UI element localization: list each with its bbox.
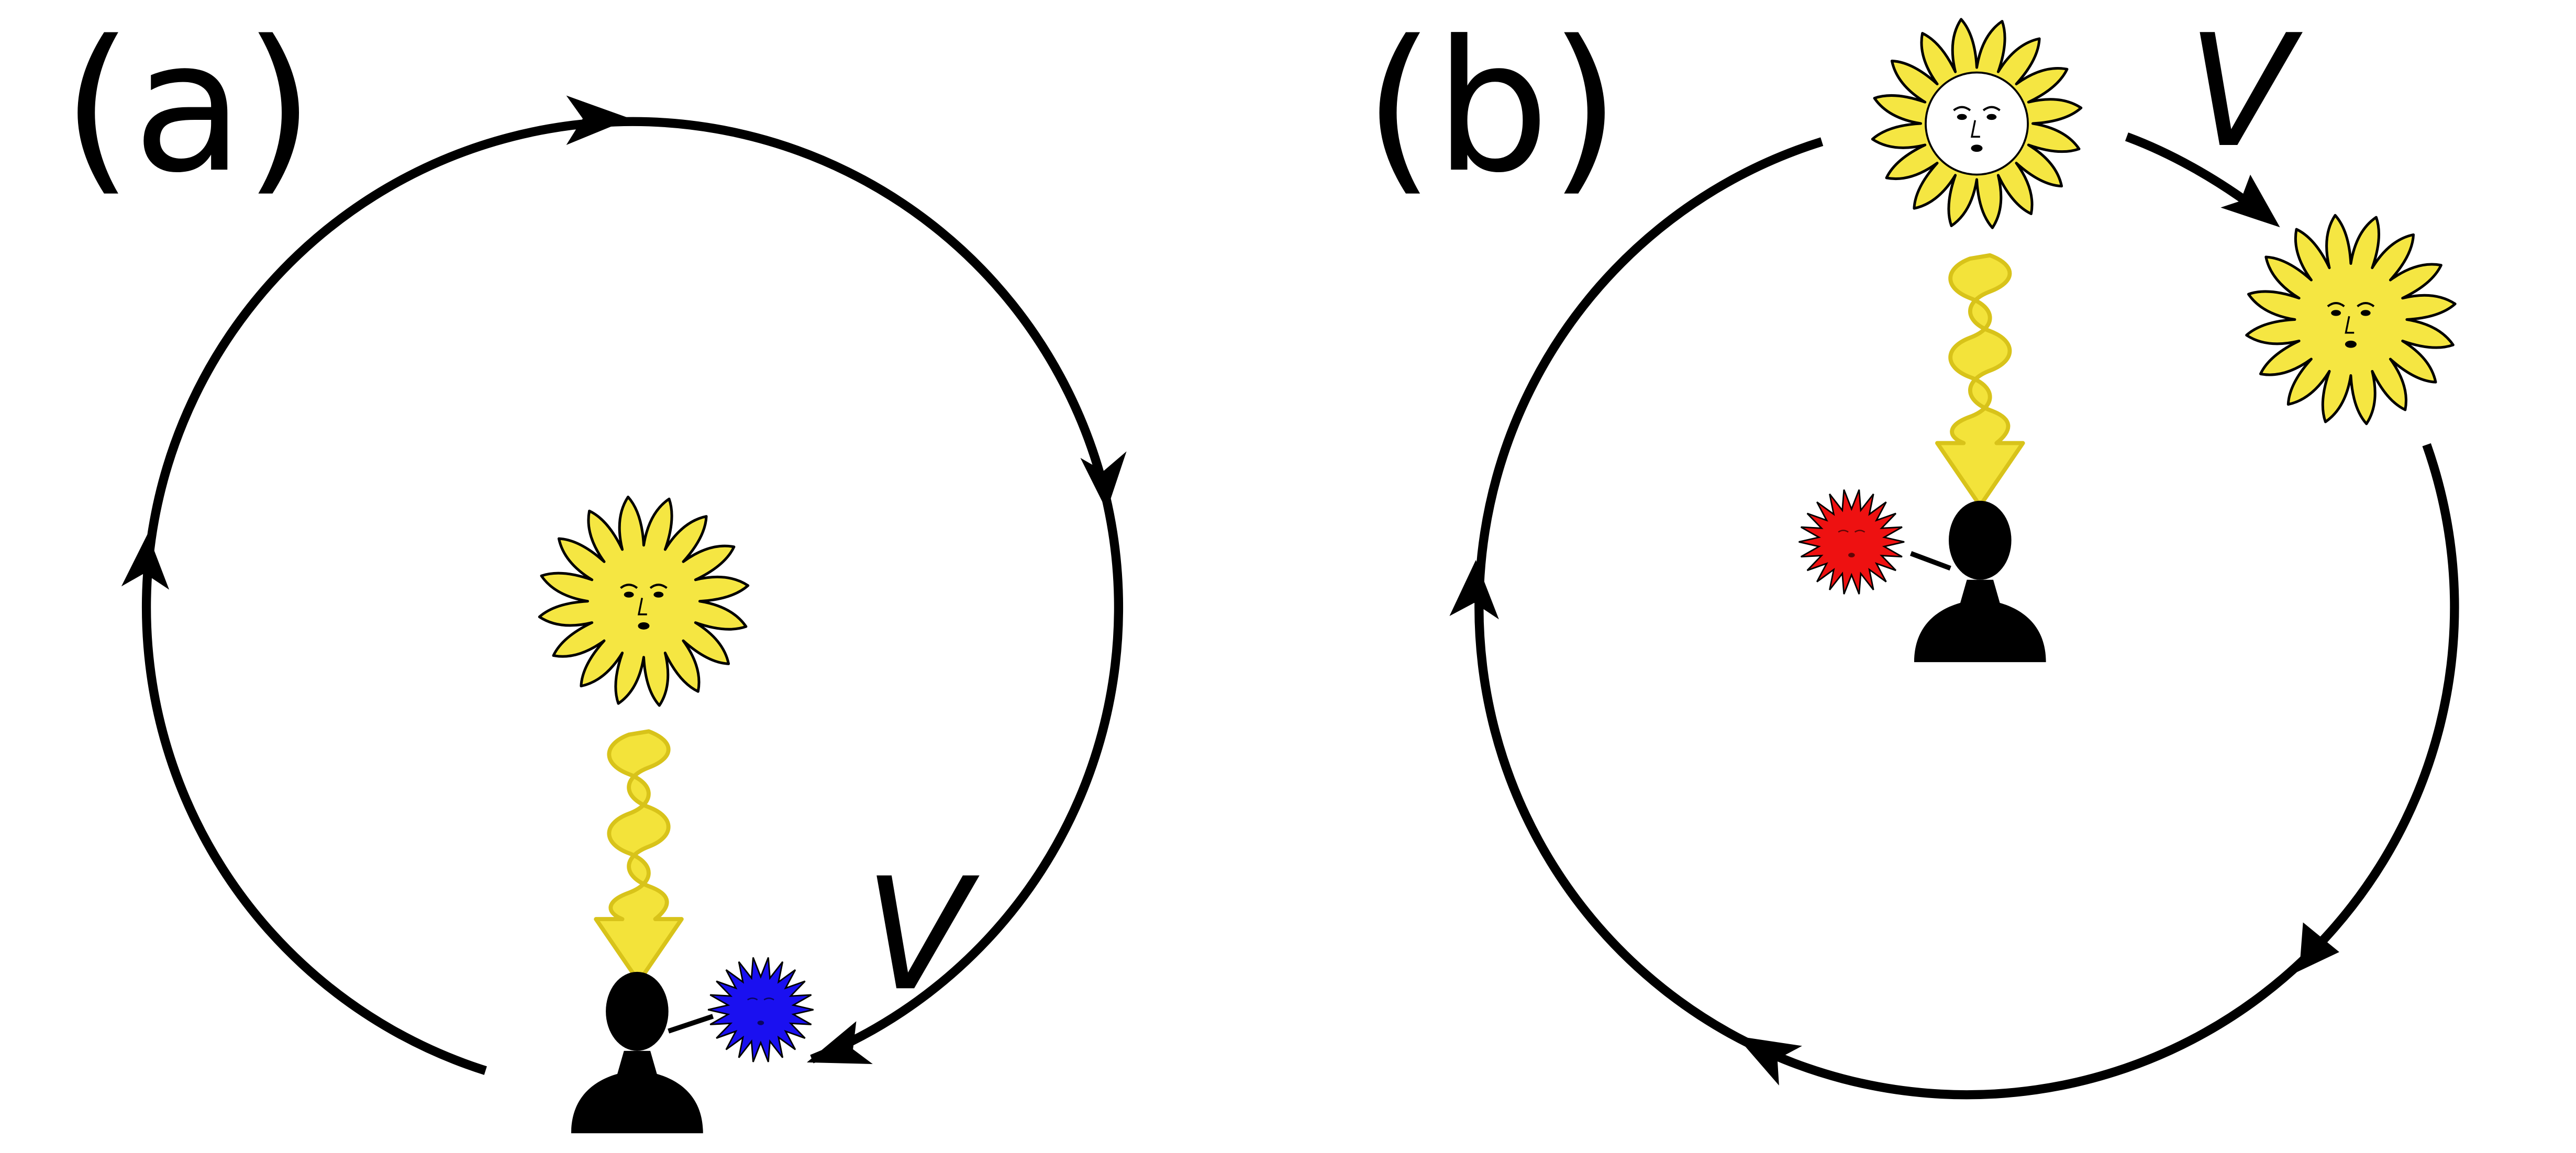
panel-b-emitter-burst — [1798, 489, 1905, 595]
panel-b: (b) V — [1364, 1, 2459, 1100]
panel-b-photon-arrow — [1937, 255, 2023, 506]
panel-a-orbit-arrow-right — [1080, 451, 1127, 511]
panel-b-sun-top — [1871, 18, 2083, 229]
panel-b-orbit-arrow-bottom-left — [1736, 1036, 1802, 1085]
panel-b-observer-icon — [1914, 500, 2046, 663]
panel-a-velocity-label: V — [864, 844, 981, 1025]
panel-b-orbit-arrow-left — [1449, 560, 1499, 620]
panel-a-observer-icon — [571, 971, 703, 1134]
panel-b-sun-right — [2245, 214, 2457, 426]
panel-a-sun — [538, 495, 750, 707]
panel-b-observer-link — [1909, 551, 1951, 571]
panel-a-emitter-burst — [707, 957, 814, 1062]
panel-b-orbit-right — [2125, 132, 2253, 208]
panel-a-orbit-arrow-left — [121, 533, 170, 590]
panel-a-observer-link — [668, 1014, 714, 1034]
panel-b-orbit-arrow-top — [2220, 174, 2280, 228]
panel-b-orbit-arrow-bottom-right — [2277, 922, 2339, 982]
panel-a-orbit-arrow-top — [566, 95, 631, 145]
panel-b-velocity-label: V — [2188, 1, 2304, 182]
panel-a-photon-arrow — [596, 731, 682, 981]
panel-a: (a) V — [62, 2, 1127, 1134]
panel-a-orbit-arrow-bottom — [807, 1021, 873, 1065]
panel-a-label: (a) — [62, 2, 315, 212]
panel-b-label: (b) — [1364, 2, 1620, 212]
